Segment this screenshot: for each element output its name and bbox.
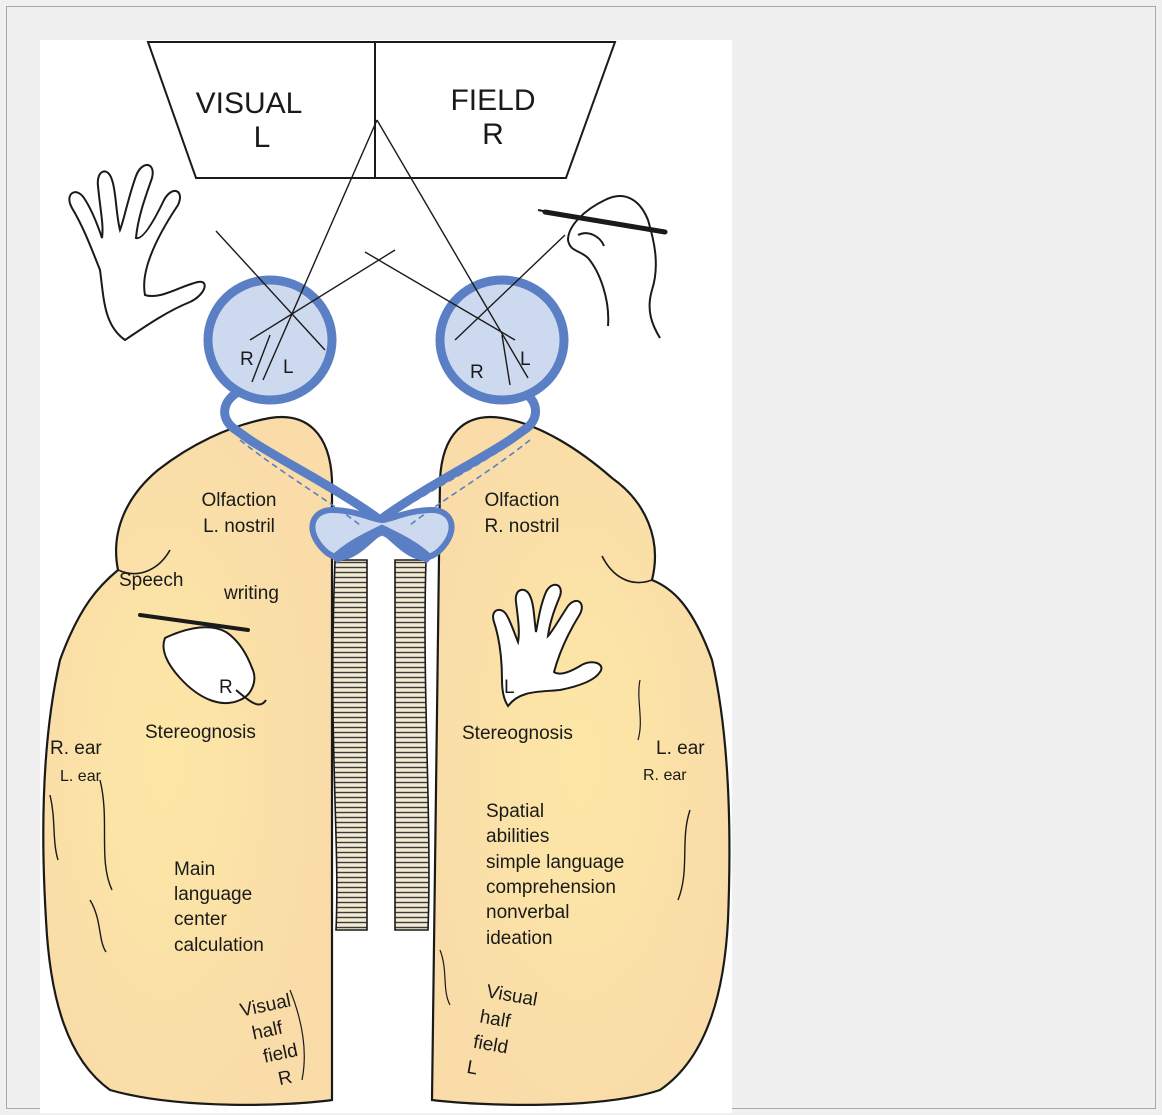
left-stereognosis: Stereognosis <box>145 722 256 743</box>
right-function-6: ideation <box>486 928 553 949</box>
right-function-3: simple language <box>486 852 624 873</box>
left-function-2: language <box>174 884 252 905</box>
left-function-3: center <box>174 909 227 930</box>
right-eye-r-label: R <box>470 362 484 383</box>
right-function-4: comprehension <box>486 877 616 898</box>
left-writing: writing <box>223 583 279 604</box>
right-function-1: Spatial <box>486 801 544 822</box>
visual-field-screen: VISUAL L FIELD R <box>148 42 615 178</box>
right-nostril: R. nostril <box>485 516 560 537</box>
visual-field-right-letter: R <box>482 118 504 151</box>
left-eye: R L <box>208 280 332 400</box>
right-ear-main: L. ear <box>656 738 705 759</box>
image-viewer-frame: VISUAL L FIELD R <box>6 6 1156 1109</box>
left-speech: Speech <box>119 570 183 591</box>
left-olfaction: Olfaction <box>202 490 277 511</box>
right-ear-minor: R. ear <box>643 767 687 784</box>
diagram-svg: VISUAL L FIELD R <box>40 40 732 1113</box>
right-stereognosis: Stereognosis <box>462 723 573 744</box>
right-function-2: abilities <box>486 826 549 847</box>
split-brain-diagram: VISUAL L FIELD R <box>40 40 732 1113</box>
left-ear-minor: L. ear <box>60 768 102 785</box>
right-hemisphere <box>432 417 729 1105</box>
left-eye-l-label: L <box>283 357 294 378</box>
left-nostril: L. nostril <box>203 516 275 537</box>
left-eye-r-label: R <box>240 349 254 370</box>
visual-field-left-word: VISUAL <box>196 87 303 120</box>
right-olfaction: Olfaction <box>485 490 560 511</box>
corpus-callosum <box>333 560 429 930</box>
left-hand-letter: R <box>219 677 233 698</box>
visual-field-right-word: FIELD <box>450 84 535 117</box>
visual-field-left-letter: L <box>254 121 271 154</box>
left-function-1: Main <box>174 859 215 880</box>
left-function-4: calculation <box>174 935 264 956</box>
right-eye: R L <box>440 280 564 400</box>
right-function-5: nonverbal <box>486 902 569 923</box>
right-hand-letter: L <box>504 677 515 698</box>
left-ear-main: R. ear <box>50 738 102 759</box>
open-left-hand-icon <box>69 165 204 340</box>
